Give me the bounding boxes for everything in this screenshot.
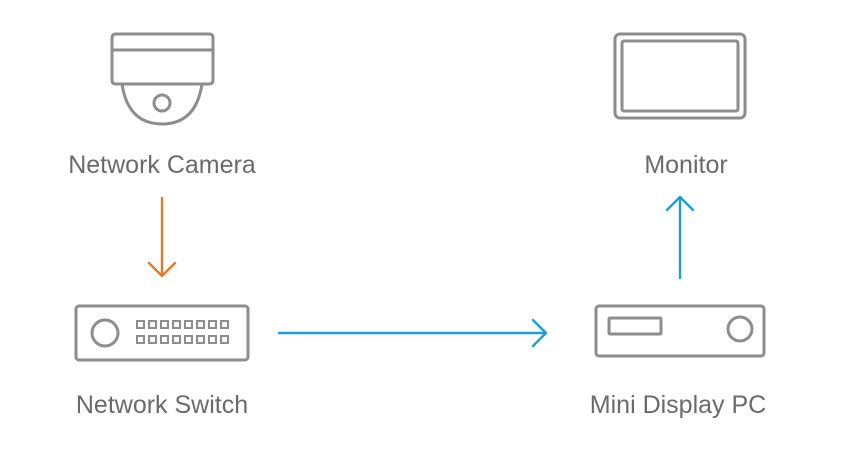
switch-port [220, 335, 229, 344]
monitor-label: Monitor [644, 151, 727, 179]
edge-pc-to-monitor [665, 195, 695, 280]
mini-display-pc-label: Mini Display PC [590, 391, 766, 419]
monitor-icon [613, 32, 747, 120]
switch-ports [136, 320, 229, 344]
switch-port [148, 320, 157, 329]
switch-port [136, 320, 145, 329]
network-switch-icon [74, 304, 250, 362]
switch-port [196, 335, 205, 344]
switch-port [208, 335, 217, 344]
dome-camera-icon [110, 32, 215, 126]
switch-port [160, 320, 169, 329]
switch-port [196, 320, 205, 329]
mini-pc-icon [594, 304, 766, 358]
edge-switch-to-pc [277, 318, 548, 348]
network-camera-label: Network Camera [68, 151, 256, 179]
edge-camera-to-switch [147, 196, 177, 278]
switch-port [172, 335, 181, 344]
switch-port [184, 320, 193, 329]
switch-port [220, 320, 229, 329]
switch-port [148, 335, 157, 344]
switch-port [136, 335, 145, 344]
network-switch-label: Network Switch [76, 391, 248, 419]
switch-port [208, 320, 217, 329]
switch-port [160, 335, 169, 344]
switch-port [172, 320, 181, 329]
switch-port [184, 335, 193, 344]
